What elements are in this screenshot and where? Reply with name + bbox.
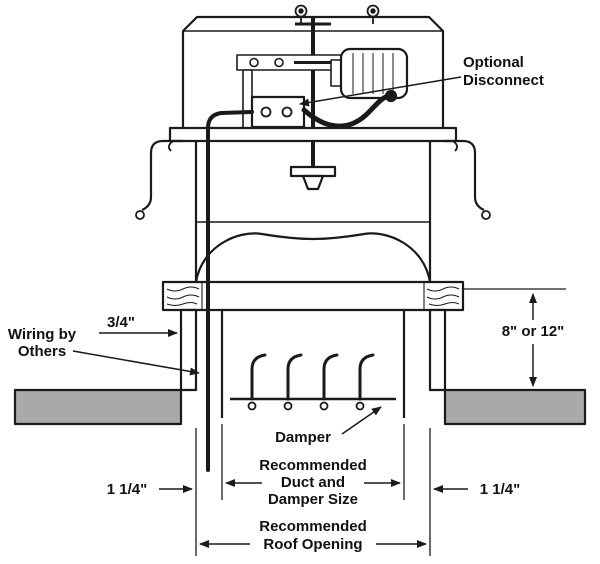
dimension-arrows xyxy=(72,76,537,548)
damper-blade xyxy=(250,353,267,401)
field-wiring-conduit xyxy=(206,110,254,472)
curb-wall-right xyxy=(428,308,447,392)
leader-damper xyxy=(341,406,382,435)
damper-blade xyxy=(286,353,303,401)
wood-grain-left xyxy=(166,282,203,310)
top-pulley-right xyxy=(366,4,380,24)
label-gap-dim: 3/4" xyxy=(107,314,135,331)
venturi-dome xyxy=(194,232,432,283)
label-clearance-left: 1 1/4" xyxy=(107,481,147,498)
roof-slab-left xyxy=(13,388,183,426)
label-roof-opening-line1: Recommended xyxy=(259,518,367,535)
leader-optional-disconnect xyxy=(299,76,462,107)
motor-body xyxy=(339,47,409,100)
damper-pivot xyxy=(247,401,257,411)
mount-bolt xyxy=(274,57,284,68)
label-duct-size-line2: Duct and xyxy=(281,474,345,491)
labels: Optional Disconnect Wiring by Others 3/4… xyxy=(8,54,564,553)
label-duct-size-line3: Damper Size xyxy=(268,491,358,508)
fan-top-housing xyxy=(168,4,458,191)
label-wiring-line1: Wiring by xyxy=(8,326,77,343)
damper-assembly xyxy=(230,353,396,411)
wood-grain-right xyxy=(423,282,460,310)
duct xyxy=(220,310,406,418)
cable-fitting xyxy=(384,89,398,103)
roof-curb xyxy=(161,280,465,392)
curb-board xyxy=(161,280,465,312)
damper-blade xyxy=(322,353,339,401)
label-wiring-line2: Others xyxy=(18,343,66,360)
label-duct-size-line1: Recommended xyxy=(259,457,367,474)
label-curb-height-dim: 8" or 12" xyxy=(502,323,565,340)
motor-pulley xyxy=(330,59,342,87)
leader-wiring-by-others xyxy=(72,350,200,376)
shroud-band-left xyxy=(141,139,183,212)
fan-pulley xyxy=(289,165,337,178)
mount-channel xyxy=(242,69,253,129)
housing-flange xyxy=(168,126,458,143)
damper-blade xyxy=(358,353,375,401)
drive-shaft xyxy=(289,17,337,191)
disconnect-box xyxy=(250,95,306,129)
eyelet-right xyxy=(481,210,491,220)
mount-bolt xyxy=(249,57,259,68)
flange-clip-right xyxy=(452,140,458,152)
label-roof-opening-line2: Roof Opening xyxy=(263,536,362,553)
damper-pivot xyxy=(355,401,365,411)
shroud-band-right xyxy=(443,139,485,212)
eyelet-left xyxy=(135,210,145,220)
knockout xyxy=(281,106,293,118)
flange-clip-left xyxy=(168,140,174,152)
extension-lines xyxy=(195,288,566,556)
shroud xyxy=(135,139,491,283)
label-optional-disconnect-line2: Disconnect xyxy=(463,72,544,89)
label-optional-disconnect-line1: Optional xyxy=(463,54,524,71)
motor xyxy=(330,47,409,100)
knockout xyxy=(260,106,272,118)
power-cable xyxy=(301,89,398,129)
label-clearance-right: 1 1/4" xyxy=(480,481,520,498)
curb-wall-left xyxy=(179,308,198,392)
damper-pivot xyxy=(319,401,329,411)
fan-hub xyxy=(301,174,325,191)
label-damper: Damper xyxy=(275,429,331,446)
roof-slab-right xyxy=(443,388,587,426)
damper-pivot xyxy=(283,401,293,411)
